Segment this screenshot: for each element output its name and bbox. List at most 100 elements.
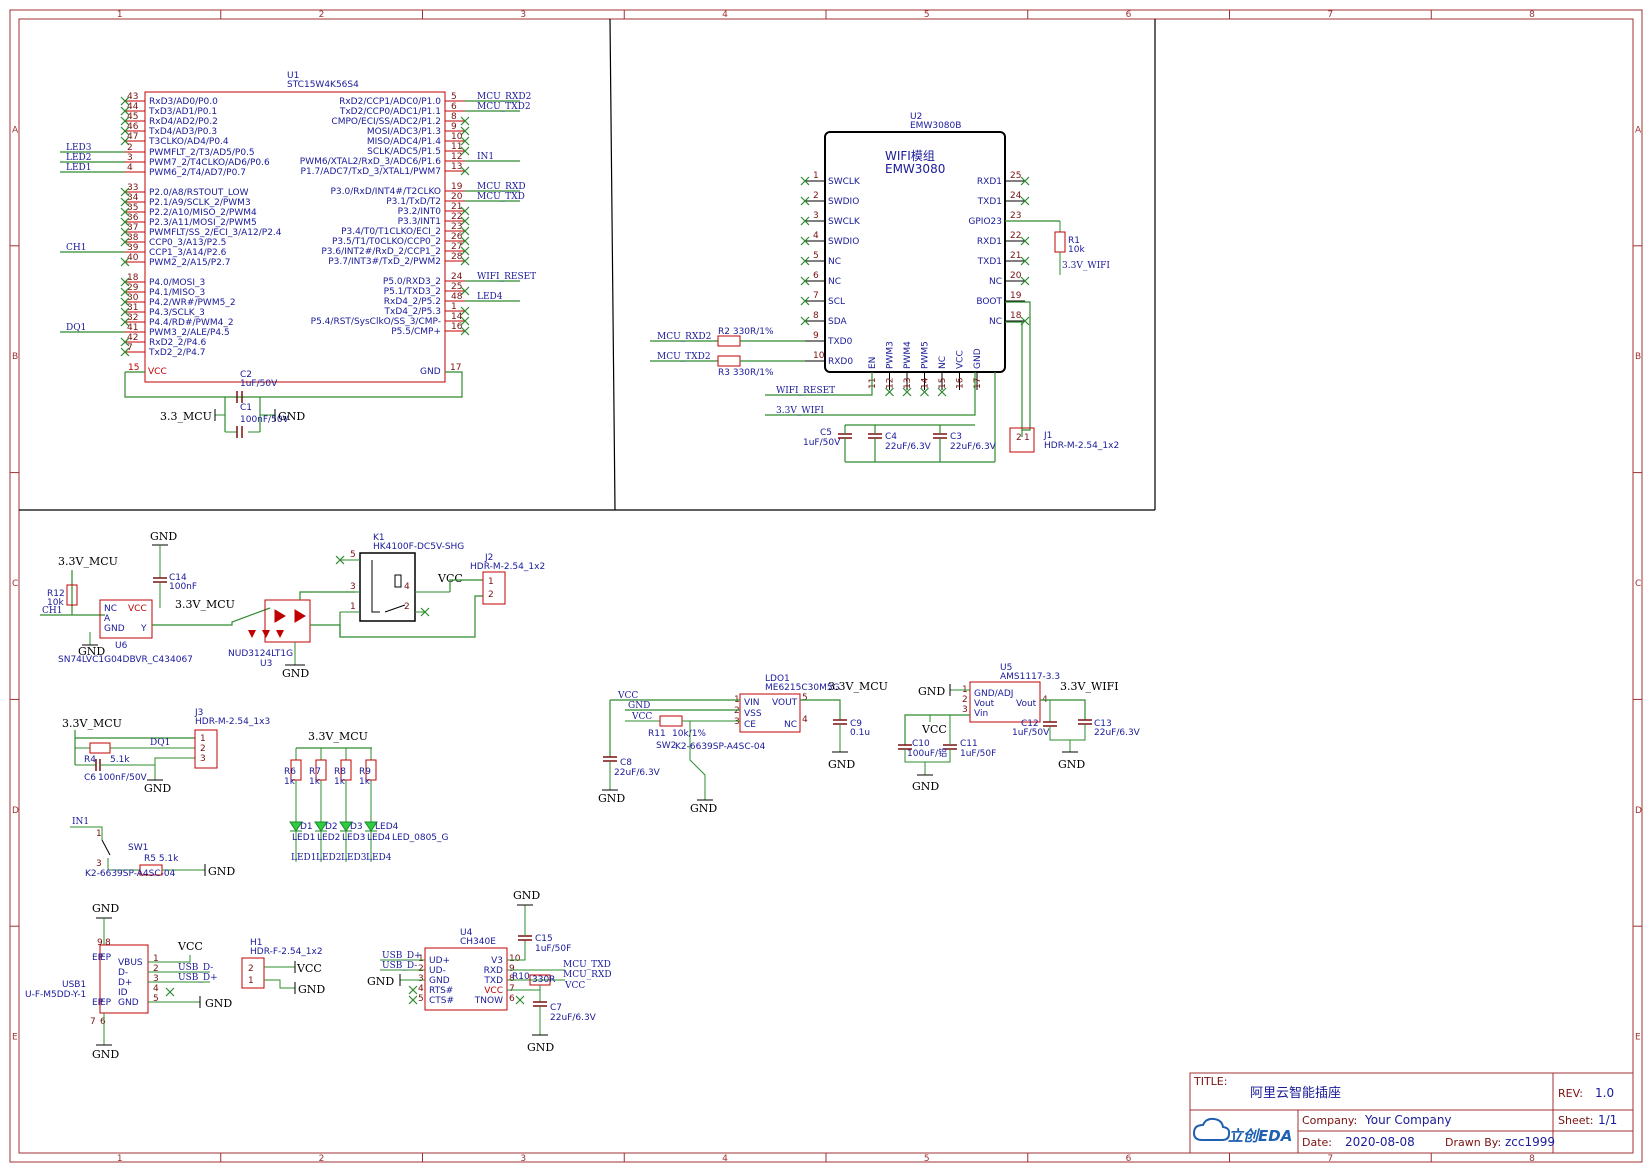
r1-value: 10k	[1068, 245, 1085, 255]
c1-value: 100nF/50V	[240, 415, 290, 425]
u2-pin-label: NC	[938, 356, 948, 369]
ldo-net-vcc-2: VCC	[631, 712, 652, 722]
frame-col-top-5: 5	[924, 10, 930, 20]
j1-ref: J1	[1043, 431, 1052, 441]
c11-value: 1uF/50F	[960, 749, 996, 759]
frame-row-left-B: B	[12, 352, 18, 362]
u1-pin-label: P4.2/WR#/PWM5_2	[149, 298, 236, 308]
led-ref: LED3	[342, 833, 365, 843]
c6-ref: C6	[84, 773, 96, 783]
sheet-label: Sheet:	[1558, 1114, 1594, 1127]
sw1-pin-3: 3	[96, 859, 102, 869]
u2-pin-number: 24	[1010, 191, 1022, 201]
u1-vcc-pin: VCC	[148, 367, 167, 377]
c1-ref: C1	[240, 403, 252, 413]
led-icon	[289, 821, 303, 832]
u2-wifi-module: U2 EMW3080B WIFI模组 EMW3080 1SWCLK2SWDIO3…	[650, 112, 1119, 463]
j3-section: 3.3V_MCU DQ1 R4 5.1k C6 100nF/50V GND 1 …	[62, 708, 270, 795]
u1-pin-number: 42	[127, 333, 138, 343]
u2-pin-number: 18	[1010, 311, 1022, 321]
ldo-part: ME6215C30M5G	[765, 683, 840, 693]
frame-col-bottom-5: 5	[924, 1154, 930, 1164]
company-label: Company:	[1302, 1114, 1357, 1127]
u1-pin-label: PWM6_2/T4/AD7/P0.7	[149, 168, 246, 178]
u2-pin-number: 20	[1010, 271, 1022, 281]
c14-ref: C14	[169, 573, 187, 583]
ch340-pin-number: 3	[418, 974, 424, 984]
frame-row-right-E: E	[1635, 1033, 1641, 1043]
r4-ref: R4	[84, 755, 96, 765]
u1-ref: U1	[287, 71, 299, 81]
r5-label: R5 5.1k	[144, 854, 179, 864]
j1-value: HDR-M-2.54_1x2	[1044, 441, 1119, 451]
led-icon	[339, 821, 353, 832]
h1-value: HDR-F-2.54_1x2	[250, 947, 323, 957]
ams-gnd-3: GND	[1058, 758, 1085, 771]
u3-diodes	[248, 630, 284, 638]
c5-ref: C5	[820, 428, 832, 438]
net-wifi-reset-u2: WIFI_RESET	[776, 386, 835, 396]
sw2-part: K2-6639SP-A4SC-04	[675, 742, 766, 752]
u2-pin-number: 3	[813, 211, 819, 221]
u1-net-label: DQ1	[66, 323, 86, 333]
frame-col-bottom-3: 3	[520, 1154, 526, 1164]
u2-pin-number: 15	[938, 378, 948, 389]
u1-pin-label: P3.7/INT3#/TxD_2/PWM2	[328, 257, 441, 267]
led-icon	[364, 821, 378, 832]
r11-ref: R11	[648, 729, 666, 739]
rev-value: 1.0	[1595, 1086, 1614, 1100]
u1-pin-label: P5.4/RST/SysClkO/SS_3/CMP-	[311, 317, 441, 327]
j2-value: HDR-M-2.54_1x2	[470, 562, 545, 572]
u1-pin-label: P5.5/CMP+	[391, 327, 441, 337]
c11-ref: C11	[960, 739, 978, 749]
drawn-label: Drawn By:	[1445, 1136, 1501, 1149]
ldo-gnd-3: GND	[828, 758, 855, 771]
u1-pin-number: 36	[127, 213, 139, 223]
ch340-pin-label: CTS#	[429, 996, 454, 1006]
u2-pin-number: 17	[973, 378, 983, 389]
u5-ref: U5	[1000, 663, 1012, 673]
title-block: TITLE: 阿里云智能插座 REV: 1.0 Company: Your Co…	[1189, 1072, 1634, 1154]
u2-pin-label: PWM5	[921, 341, 931, 369]
u1-pin-number: 32	[127, 313, 138, 323]
u1-gnd-net-label: GND	[278, 410, 305, 423]
u2-pin-label: TXD1	[977, 197, 1002, 207]
frame-col-bottom-7: 7	[1327, 1154, 1333, 1164]
usb-pin-label: VBUS	[118, 958, 143, 968]
usb-vcc: VCC	[177, 940, 203, 953]
u1-pin-label: P1.7/ADC7/TxD_3/XTAL1/PWM7	[301, 167, 441, 177]
led-ref: LED2	[317, 833, 340, 843]
u1-pin-label: P2.1/A9/SCLK_2/PWM3	[149, 198, 251, 208]
usb-ep-bot-2: EP	[100, 998, 112, 1008]
u2-pin-label: SWDIO	[828, 237, 859, 247]
u2-pin-number: 11	[868, 378, 878, 389]
u1-pin-number: 21	[451, 202, 462, 212]
u1-pin-number: 9	[451, 122, 457, 132]
u2-pin-number: 13	[903, 378, 913, 389]
lceda-logo: 立创EDA	[1192, 1117, 1292, 1145]
ch340-pin-label: RTS#	[429, 986, 453, 996]
led-diode-ref: D1	[300, 822, 313, 832]
u2-pin-number: 6	[813, 271, 819, 281]
u1-pin-label: P2.0/A8/RSTOUT_LOW	[149, 188, 249, 198]
c8-ref: C8	[620, 758, 632, 768]
ldo-vin: VIN	[744, 698, 760, 708]
u2-pin-number: 1	[813, 171, 819, 181]
ch340-pin-number: 10	[509, 954, 521, 964]
u2-pin-label: SWCLK	[828, 217, 861, 227]
frame-col-top-2: 2	[319, 10, 325, 20]
usb-ep-pin-number: 8	[105, 938, 111, 948]
r12-ref: R12	[47, 589, 65, 599]
k1-pin-number: 2	[404, 602, 410, 612]
ldo-section: LDO1 ME6215C30M5G VIN VSS CE VOUT NC 1 2…	[598, 674, 888, 815]
led-resistor-value: 1k	[309, 777, 321, 787]
ldo-gnd-1: GND	[598, 792, 625, 805]
u1-pin-number: 10	[451, 132, 463, 142]
j3-pwr: 3.3V_MCU	[62, 717, 122, 730]
u1-pin-label: TxD2_2/P4.7	[148, 348, 205, 358]
ch340-pin-label: TNOW	[474, 996, 503, 1006]
led-resistor-ref: R9	[359, 767, 371, 777]
u5-gnd-adj: GND/ADJ	[974, 689, 1013, 699]
ldo-pwr-out: 3.3V_MCU	[828, 680, 888, 693]
led-resistor-ref: R7	[309, 767, 321, 777]
